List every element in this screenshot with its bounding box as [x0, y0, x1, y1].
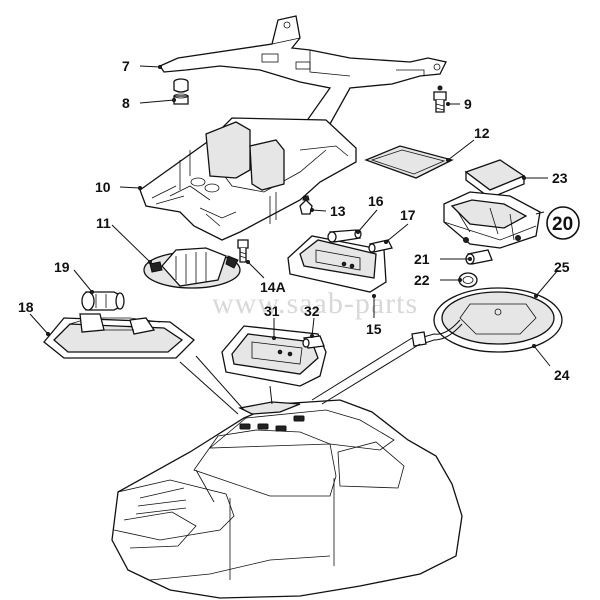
callout-labels: 7 8 9 10 11 12 13 14A 15 16 17 18 19 20 …	[18, 58, 573, 383]
callout-20-ring	[546, 206, 580, 240]
part-9-screw	[433, 85, 447, 113]
callout-31: 31	[264, 303, 280, 319]
callout-12: 12	[474, 125, 490, 141]
part-12-lens	[364, 145, 454, 179]
part-21-bulb	[465, 249, 493, 265]
part-7-mounting-bracket	[159, 15, 447, 129]
callout-9: 9	[464, 96, 472, 112]
part-17-bulb	[368, 239, 393, 253]
callout-21: 21	[414, 251, 430, 267]
callout-22: 22	[414, 272, 430, 288]
callout-32: 32	[304, 303, 320, 319]
callout-25: 25	[554, 259, 570, 275]
callout-19: 19	[54, 259, 70, 275]
callout-14A: 14A	[260, 279, 286, 295]
callout-8: 8	[122, 95, 130, 111]
callout-13: 13	[330, 203, 346, 219]
callout-11: 11	[96, 215, 111, 231]
part-8-nut	[173, 78, 189, 105]
car-outline	[111, 399, 463, 599]
callout-7: 7	[122, 58, 130, 74]
part-20-assembly	[443, 191, 541, 249]
callout-24: 24	[554, 367, 570, 383]
part-23-pad	[464, 159, 526, 199]
callout-20: 20	[552, 214, 573, 235]
callout-15: 15	[366, 321, 382, 337]
callout-18: 18	[18, 299, 34, 315]
part-14A-screw	[237, 239, 249, 263]
part-16-bulb	[327, 229, 362, 243]
callout-10: 10	[95, 179, 111, 195]
callout-17: 17	[400, 207, 416, 223]
callout-23: 23	[552, 170, 568, 186]
part-25-oval-lamp	[433, 287, 563, 353]
part-31-light-housing	[221, 325, 327, 387]
part-15-reading-light	[287, 235, 387, 293]
part-11-lamp-unit	[143, 247, 241, 289]
part-19-bulb	[81, 291, 125, 311]
part-10-console-housing	[139, 117, 357, 241]
watermark-text: www.saab-parts	[212, 287, 418, 320]
callout-16: 16	[368, 193, 384, 209]
leader-lines	[29, 65, 559, 415]
part-24-wiring	[411, 319, 463, 347]
part-18-map-light	[43, 313, 195, 359]
part-32-bulb	[302, 335, 325, 349]
